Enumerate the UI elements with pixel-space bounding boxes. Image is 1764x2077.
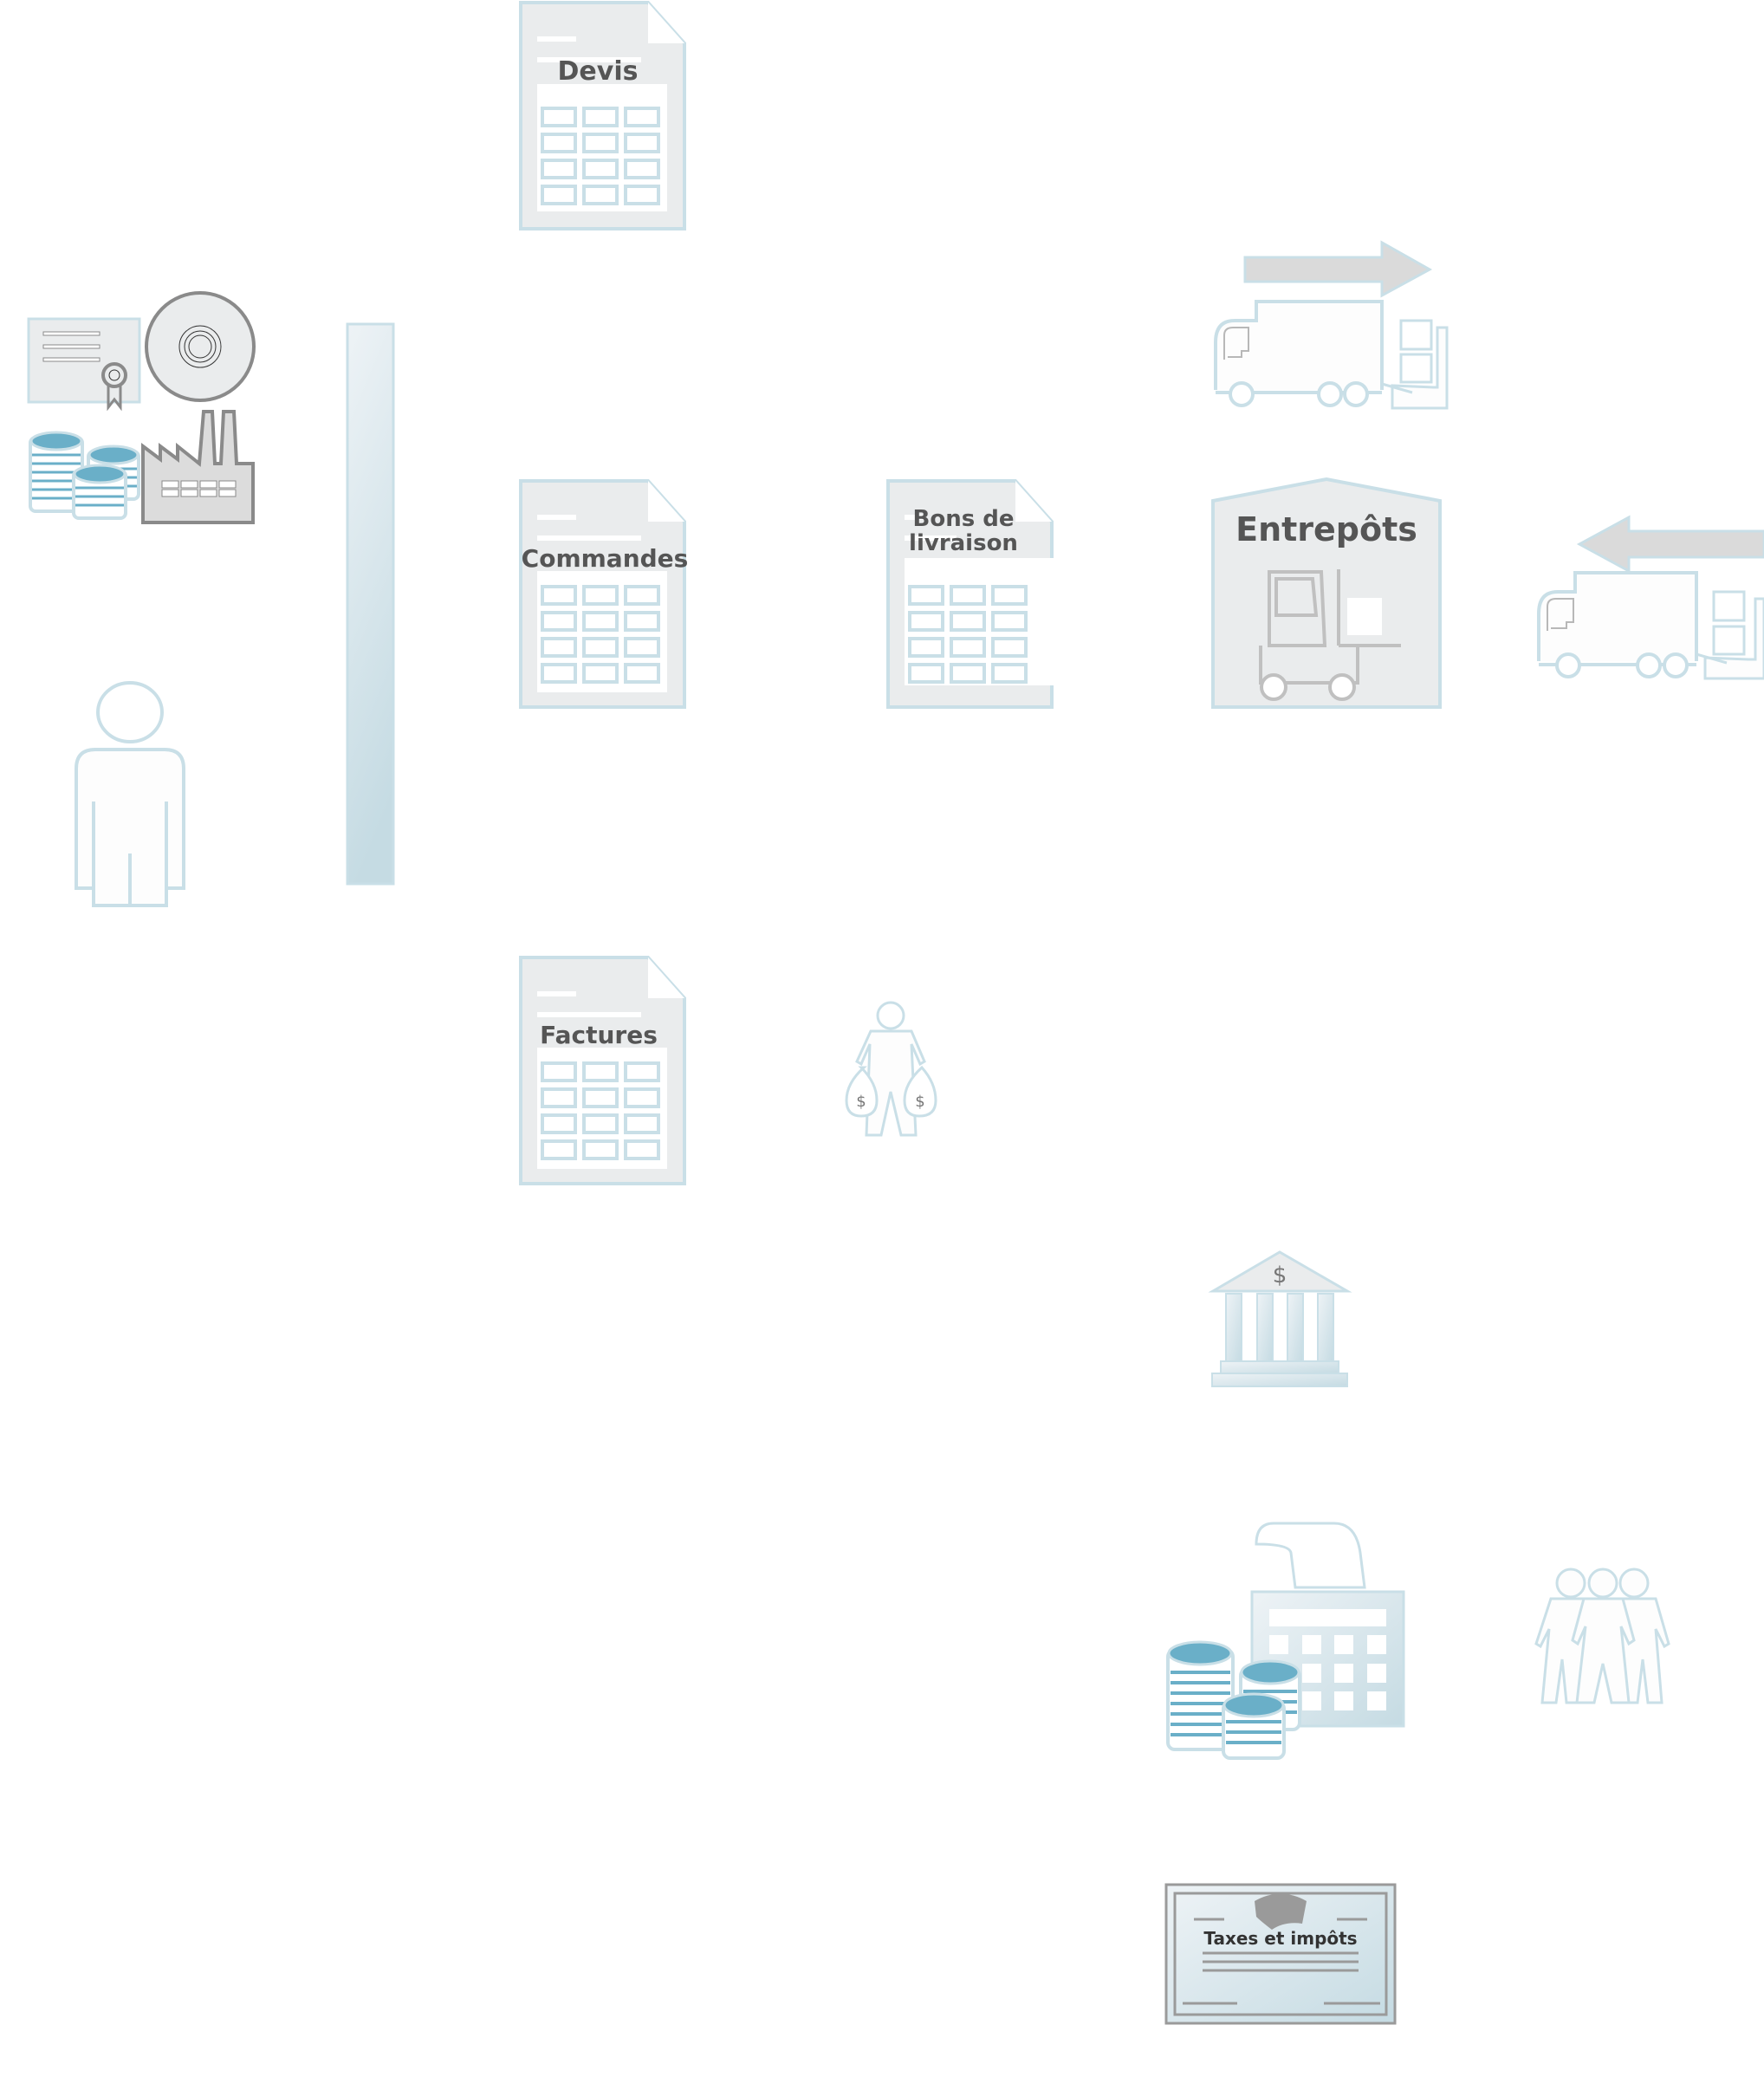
coins-icon	[29, 431, 140, 520]
delivery-label-line1: Bons de	[913, 506, 1015, 532]
document-devis[interactable]: Devis	[518, 0, 687, 231]
bank-icon: $	[1208, 1248, 1352, 1391]
document-label: Factures	[540, 1021, 658, 1049]
certificate-icon	[27, 317, 141, 412]
tax-certificate[interactable]: Taxes et impôts	[1164, 1882, 1398, 2028]
vertical-bar	[346, 322, 395, 886]
truck-outbound-icon	[1209, 238, 1449, 412]
dollar-icon: $	[1273, 1262, 1287, 1288]
document-label: Commandes	[522, 544, 689, 573]
dollar-icon: $	[856, 1093, 866, 1111]
coins-icon	[1166, 1640, 1301, 1760]
factory-icon	[141, 410, 255, 524]
product-icons-cluster	[26, 290, 260, 524]
disc-icon	[145, 291, 256, 402]
document-bons-de-livraison[interactable]: Bons de livraison	[885, 478, 1054, 710]
warehouse[interactable]: Entrepôts	[1210, 477, 1443, 711]
tax-label: Taxes et impôts	[1203, 1928, 1357, 1949]
person-money-bags-icon: $ $	[842, 996, 942, 1144]
document-label: Devis	[558, 56, 639, 87]
eagle-seal-icon	[1255, 1893, 1307, 1930]
truck-inbound-icon	[1532, 505, 1764, 680]
document-commandes[interactable]: Commandes	[518, 478, 689, 710]
cash-register-coins-icon	[1161, 1518, 1405, 1760]
forklift-icon	[1259, 569, 1401, 701]
dollar-icon: $	[915, 1093, 924, 1111]
document-factures[interactable]: Factures	[518, 955, 687, 1186]
team-icon	[1532, 1564, 1675, 1711]
person-icon	[73, 680, 187, 910]
warehouse-label: Entrepôts	[1235, 510, 1417, 548]
delivery-label-line2: livraison	[909, 530, 1018, 556]
